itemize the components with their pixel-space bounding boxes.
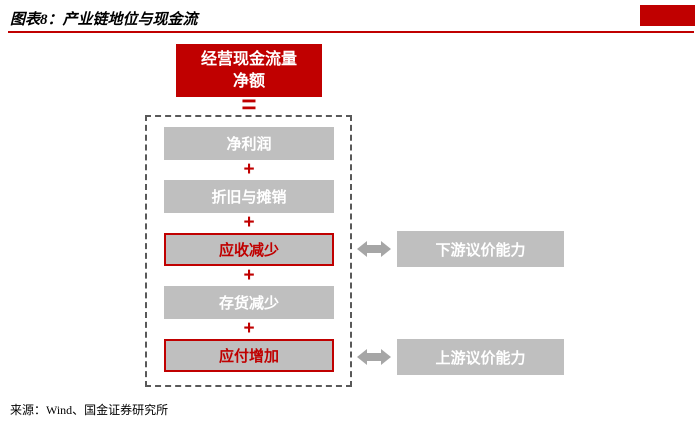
header-rule	[8, 31, 694, 33]
flow-dashed-container	[145, 115, 352, 387]
side-box-downstream-bargaining-power: 下游议价能力	[397, 231, 564, 267]
flow-item-receivables-decrease: 应收减少	[164, 233, 334, 266]
arrow-bar	[367, 245, 381, 253]
plus-sign: +	[243, 318, 255, 339]
flow-item-payables-increase: 应付增加	[164, 339, 334, 372]
flow-item-depreciation-amortization: 折旧与摊销	[164, 180, 334, 213]
double-arrow-icon	[355, 349, 393, 365]
plus-sign: +	[243, 159, 255, 180]
side-box-upstream-bargaining-power: 上游议价能力	[397, 339, 564, 375]
page-title: 图表8：产业链地位与现金流	[10, 12, 198, 28]
double-arrow-icon	[355, 241, 393, 257]
plus-sign: +	[243, 212, 255, 233]
plus-sign: +	[243, 265, 255, 286]
flow-item-net-profit: 净利润	[164, 127, 334, 160]
source-note: 来源：Wind、国金证券研究所	[10, 403, 169, 417]
arrow-right-tip	[381, 349, 391, 365]
equals-sign: =	[241, 89, 257, 119]
arrow-left-tip	[357, 349, 367, 365]
net-operating-cashflow-line2: 净额	[232, 72, 265, 90]
brand-logo-block	[640, 5, 695, 26]
flow-item-inventory-decrease: 存货减少	[164, 286, 334, 319]
arrow-right-tip	[381, 241, 391, 257]
net-operating-cashflow-box: 经营现金流量 净额	[176, 44, 322, 97]
arrow-bar	[367, 353, 381, 361]
net-operating-cashflow-line1: 经营现金流量	[200, 50, 297, 68]
arrow-left-tip	[357, 241, 367, 257]
